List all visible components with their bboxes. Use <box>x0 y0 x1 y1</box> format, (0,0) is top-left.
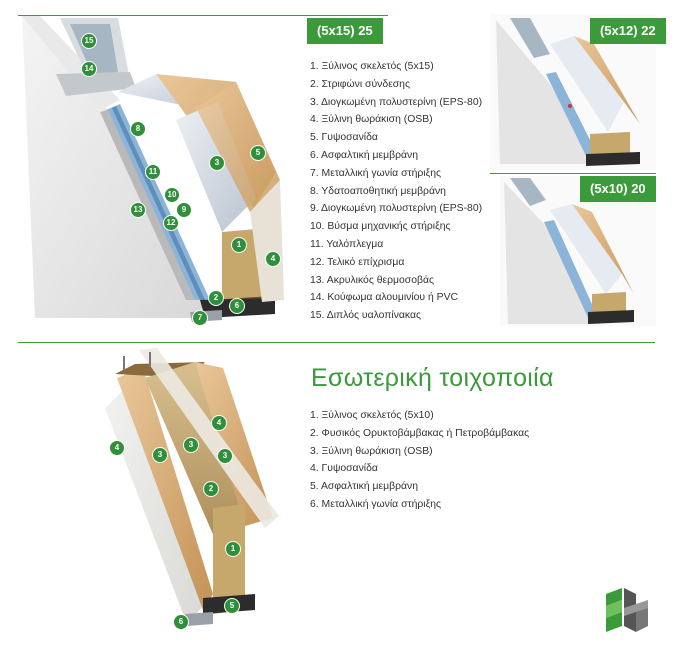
legend-item: 11. Υαλόπλεγμα <box>310 238 384 250</box>
tag-5x12: (5x12) 22 <box>590 18 666 44</box>
legend-item: 4. Ξύλινη θωράκιση (OSB) <box>310 114 433 126</box>
legend-item: 1. Ξύλινος σκελετός (5x15) <box>310 61 434 72</box>
legend-item: 10. Βύσμα μηχανικής στήριξης <box>310 221 451 233</box>
internal-wall-title: Εσωτερική τοιχοποιία <box>311 364 554 392</box>
marker-3: 3 <box>217 448 233 464</box>
legend-item: 9. Διογκωμένη πολυστερίνη (EPS-80) <box>310 203 483 215</box>
legend-item: 5. Ασφαλτική μεμβράνη <box>310 481 419 493</box>
legend-item: 3. Ξύλινη θωράκιση (OSB) <box>310 445 433 457</box>
legend-item: 3. Διογκωμένη πολυστερίνη (EPS-80) <box>310 96 483 108</box>
tag-5x10: (5x10) 20 <box>580 176 656 202</box>
legend-item: 2. Στριφώνι σύνδεσης <box>310 78 410 90</box>
legend-item: 15. Διπλός υαλοπίνακας <box>310 310 422 322</box>
legend-item: 6. Ασφαλτική μεμβράνη <box>310 149 419 161</box>
legend-item: 4. Γυψοσανίδα <box>310 463 378 475</box>
top-rule <box>18 15 388 16</box>
marker-3: 3 <box>152 447 168 463</box>
marker-11: 11 <box>145 164 161 180</box>
internal-wall-illustration <box>105 348 279 626</box>
marker-2: 2 <box>203 481 219 497</box>
marker-4: 4 <box>265 251 281 267</box>
eh-logo-icon <box>606 588 648 632</box>
marker-6: 6 <box>229 298 245 314</box>
marker-2: 2 <box>208 290 224 306</box>
marker-14: 14 <box>81 61 97 77</box>
right-divider <box>490 173 656 174</box>
legend-item: 13. Ακρυλικός θερμοσοβάς <box>310 274 434 286</box>
legend-item: 5. Γυψοσανίδα <box>310 132 378 144</box>
legend-item: 14. Κούφωμα αλουμινίου ή PVC <box>310 292 459 304</box>
marker-3: 3 <box>209 155 225 171</box>
marker-3: 3 <box>183 437 199 453</box>
legend-item: 8. Υδατοαποθητική μεμβράνη <box>310 185 446 197</box>
marker-6: 6 <box>173 614 189 630</box>
marker-4: 4 <box>109 440 125 456</box>
marker-8: 8 <box>130 121 146 137</box>
marker-9: 9 <box>176 202 192 218</box>
external-wall-legend: 1. Ξύλινος σκελετός (5x15) 2. Στριφώνι σ… <box>310 58 482 325</box>
marker-15: 15 <box>81 33 97 49</box>
section-divider <box>18 342 655 343</box>
legend-item: 2. Φυσικός Ορυκτοβάμβακας ή Πετροβάμβακα… <box>310 427 530 439</box>
marker-13: 13 <box>130 202 146 218</box>
legend-item: 7. Μεταλλική γωνία στήριξης <box>310 167 442 179</box>
marker-5: 5 <box>250 145 266 161</box>
marker-1: 1 <box>231 237 247 253</box>
marker-12: 12 <box>163 215 179 231</box>
marker-1: 1 <box>225 541 241 557</box>
tag-5x15: (5x15) 25 <box>307 18 383 44</box>
legend-item: 6. Μεταλλική γωνία στήριξης <box>310 498 442 510</box>
marker-5: 5 <box>224 598 240 614</box>
legend-item: 1. Ξύλινος σκελετός (5x10) <box>310 410 434 421</box>
marker-4: 4 <box>211 415 227 431</box>
legend-item: 12. Τελικό επίχρισμα <box>310 256 405 268</box>
internal-wall-legend: 1. Ξύλινος σκελετός (5x10) 2. Φυσικός Ορ… <box>310 407 529 514</box>
marker-7: 7 <box>192 310 208 326</box>
marker-10: 10 <box>164 187 180 203</box>
